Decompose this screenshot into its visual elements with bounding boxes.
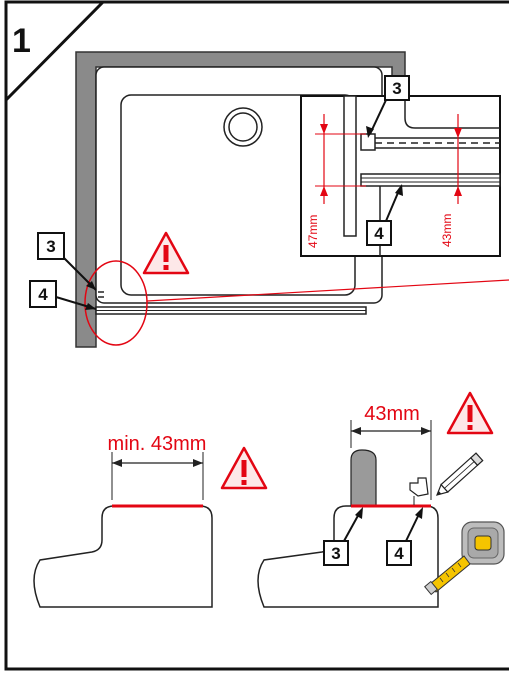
- step-number: 1: [12, 22, 31, 60]
- svg-text:4: 4: [394, 544, 404, 563]
- warning-triangle-icon: [446, 391, 494, 435]
- svg-text:3: 3: [46, 237, 55, 256]
- measure-label: 43mm: [364, 403, 420, 425]
- profile-right: 43mm 3: [257, 391, 505, 608]
- wall-strip: [343, 95, 357, 237]
- wall-post: [350, 449, 377, 507]
- rail-clip: [409, 477, 429, 497]
- dim-inset-right: 43mm: [440, 114, 462, 247]
- wall-profile: [75, 51, 406, 348]
- inset-detail: 47mm 43mm 3 4: [300, 75, 501, 257]
- callout-4: 4: [29, 280, 97, 310]
- svg-text:3: 3: [392, 79, 401, 98]
- panel-frame: [4, 0, 509, 671]
- min-measure-label: min. 43mm: [108, 433, 207, 455]
- svg-text:47mm: 47mm: [306, 215, 320, 248]
- dim-inset-left: 47mm: [306, 114, 366, 248]
- svg-text:4: 4: [38, 285, 48, 304]
- inset-callout-3: 3: [366, 75, 410, 138]
- svg-text:43mm: 43mm: [440, 214, 454, 247]
- inset-callout-4: 4: [366, 184, 403, 246]
- svg-text:4: 4: [374, 224, 384, 243]
- callout-3: 3: [323, 507, 363, 566]
- warning-triangle-icon: [220, 446, 268, 490]
- zoom-circle: [84, 260, 148, 346]
- callout-3: 3: [37, 232, 97, 291]
- svg-text:3: 3: [331, 544, 340, 563]
- tray-edge-profile: [33, 505, 213, 608]
- pencil-icon: [436, 452, 484, 496]
- drain-icon: [223, 107, 263, 147]
- tape-measure-icon: [424, 521, 505, 596]
- zoom-line: [146, 279, 509, 302]
- step-corner: [4, 0, 107, 104]
- callout-4: 4: [386, 507, 423, 566]
- profile-left: min. 43mm: [33, 433, 268, 608]
